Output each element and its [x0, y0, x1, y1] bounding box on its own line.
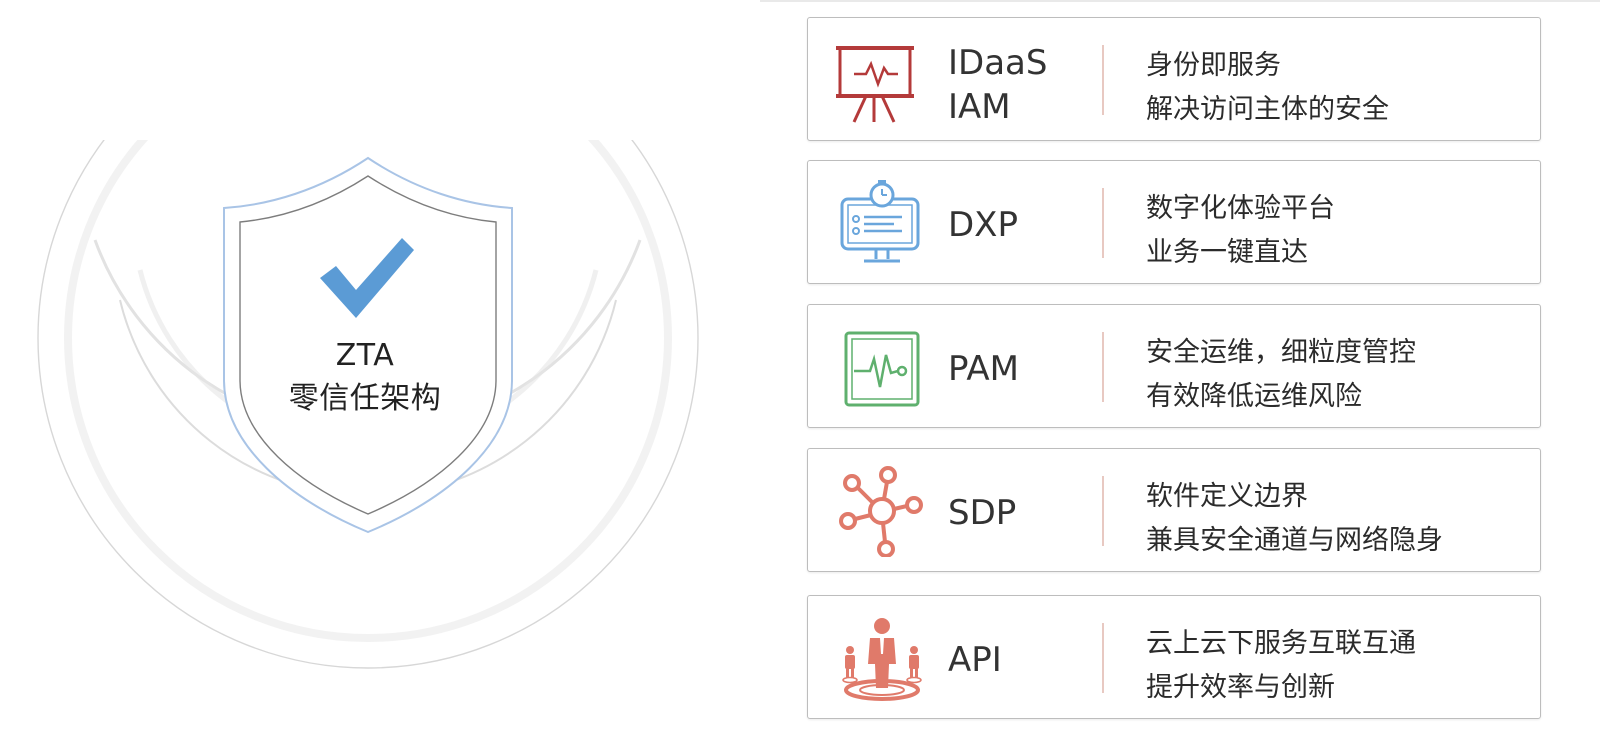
top-divider-line — [0, 0, 1600, 2]
card-pam: PAM 安全运维，细粒度管控 有效降低运维风险 — [807, 304, 1541, 428]
check-icon — [320, 238, 414, 318]
card-desc-line1: 数字化体验平台 — [1146, 193, 1335, 224]
card-desc-line1: 安全运维，细粒度管控 — [1146, 337, 1416, 368]
card-desc-line1: 软件定义边界 — [1146, 481, 1308, 512]
card-abbr: IDaaS — [948, 43, 1048, 83]
card-desc-line2: 提升效率与创新 — [1146, 672, 1335, 703]
card-abbr: DXP — [948, 205, 1018, 245]
divider — [1102, 623, 1104, 693]
presentation-board-icon — [836, 34, 928, 126]
divider — [1102, 476, 1104, 546]
card-api: API 云上云下服务互联互通 提升效率与创新 — [807, 595, 1541, 719]
card-abbr: API — [948, 640, 1002, 680]
card-abbr: SDP — [948, 493, 1017, 533]
pulse-monitor-icon — [836, 321, 928, 413]
card-sdp: SDP 软件定义边界 兼具安全通道与网络隐身 — [807, 448, 1541, 572]
shield-title-name: 零信任架构 — [288, 381, 442, 416]
shield-title-abbr: ZTA — [335, 338, 395, 373]
card-abbr: PAM — [948, 349, 1019, 389]
monitor-timer-icon — [836, 177, 928, 269]
people-platform-icon — [836, 612, 928, 704]
card-desc-line2: 解决访问主体的安全 — [1146, 94, 1389, 125]
card-desc-line2: 兼具安全通道与网络隐身 — [1146, 525, 1443, 556]
card-desc-line2: 有效降低运维风险 — [1146, 381, 1362, 412]
zta-shield-section: ZTA 零信任架构 — [0, 0, 760, 750]
shield-graphic — [0, 0, 760, 669]
card-desc-line2: 业务一键直达 — [1146, 237, 1308, 268]
card-idaas-iam: IDaaS IAM 身份即服务 解决访问主体的安全 — [807, 17, 1541, 141]
card-abbr-secondary: IAM — [948, 87, 1011, 127]
divider — [1102, 45, 1104, 115]
card-dxp: DXP 数字化体验平台 业务一键直达 — [807, 160, 1541, 284]
card-desc-line1: 身份即服务 — [1146, 50, 1281, 81]
divider — [1102, 332, 1104, 402]
network-hub-icon — [836, 465, 928, 557]
shield-inner — [239, 175, 497, 515]
card-desc-line1: 云上云下服务互联互通 — [1146, 628, 1416, 659]
divider — [1102, 188, 1104, 258]
